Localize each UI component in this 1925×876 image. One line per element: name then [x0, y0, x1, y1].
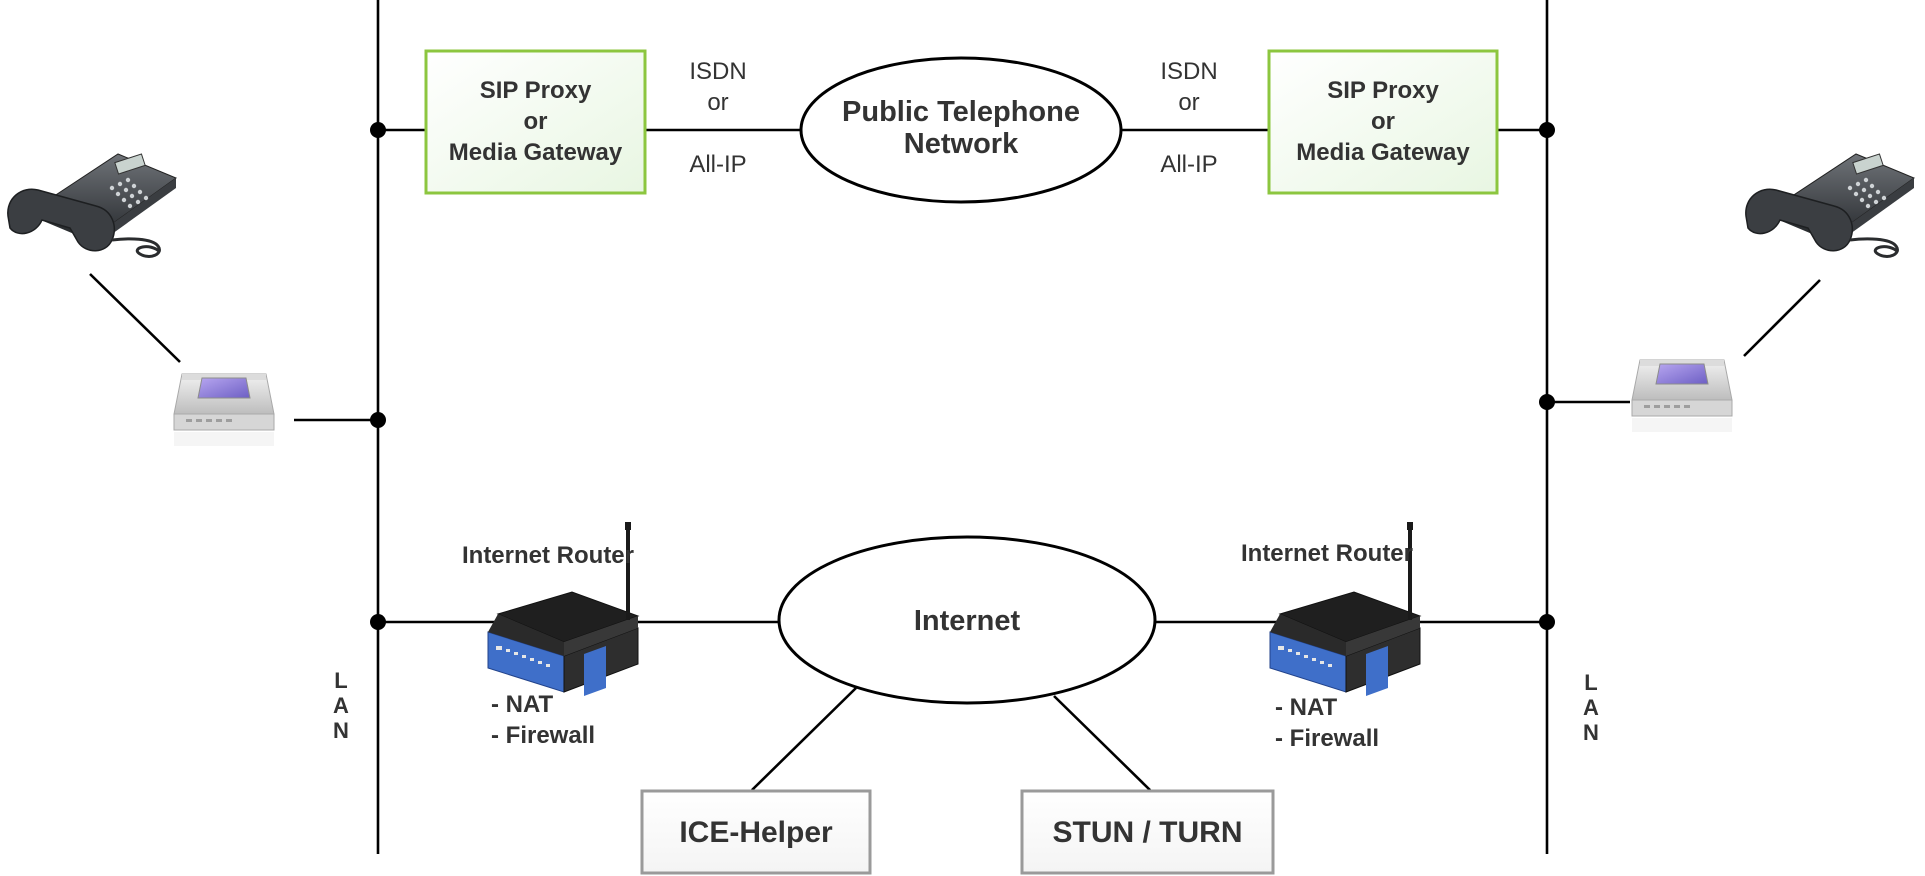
ice-helper-box: ICE-Helper [640, 789, 872, 875]
desk-phone-right-icon [1744, 152, 1916, 258]
stun-turn-box: STUN / TURN [1020, 789, 1275, 875]
lan-right-letter: N [1583, 720, 1599, 745]
junction-dot [1539, 614, 1555, 630]
gateway-box-left: SIP Proxy or Media Gateway [424, 49, 647, 195]
gateway-left-line: Media Gateway [449, 139, 623, 166]
link-right-top-line: ISDN [1160, 58, 1217, 85]
gateway-left-line: or [524, 108, 548, 135]
gateway-box-right: SIP Proxy or Media Gateway [1267, 49, 1499, 195]
lan-left-letter: N [333, 718, 349, 743]
gateway-right-line: Media Gateway [1296, 139, 1470, 166]
internet-cloud: Internet [777, 535, 1157, 705]
pstn-label-line: Public Telephone [842, 96, 1080, 128]
junction-dot [370, 412, 386, 428]
router-left-title: Internet Router [462, 542, 634, 569]
lan-left-letter: A [333, 693, 349, 718]
junction-dot [1539, 122, 1555, 138]
lan-right-letter: L [1584, 670, 1597, 695]
gateway-right-line: SIP Proxy [1327, 77, 1439, 104]
junction-dot [370, 122, 386, 138]
wire-phone-right-to-box-right [1743, 279, 1821, 357]
router-left-feature: - NAT [491, 691, 554, 718]
link-left-top-line: or [707, 89, 728, 116]
link-right-bottom: All-IP [1160, 151, 1217, 178]
desk-phone-left-icon [6, 152, 178, 258]
phone-adapter-right-icon [1631, 359, 1733, 433]
stun-turn-label: STUN / TURN [1053, 816, 1243, 849]
link-left-bottom: All-IP [689, 151, 746, 178]
router-right-feature: - Firewall [1275, 725, 1379, 752]
internet-label: Internet [914, 605, 1021, 637]
lan-right-letter: A [1583, 695, 1599, 720]
router-left-feature: - Firewall [491, 722, 595, 749]
link-right-top-line: or [1178, 89, 1199, 116]
wire-internet-to-stun-turn [1053, 695, 1151, 791]
gateway-left-line: SIP Proxy [480, 77, 592, 104]
wire-internet-to-ice-helper [751, 687, 857, 791]
wire-phone-left-to-box-left [89, 273, 181, 363]
phone-adapter-left-icon [173, 373, 275, 447]
link-left-top-line: ISDN [689, 58, 746, 85]
gateway-right-line: or [1371, 108, 1395, 135]
pstn-label-line: Network [904, 128, 1019, 160]
junction-dot [370, 614, 386, 630]
router-right-title: Internet Router [1241, 540, 1413, 567]
pstn-cloud: Public Telephone Network [799, 56, 1123, 204]
lan-left-letter: L [334, 668, 347, 693]
router-right-feature: - NAT [1275, 694, 1338, 721]
junction-dot [1539, 394, 1555, 410]
ice-helper-label: ICE-Helper [679, 816, 833, 849]
